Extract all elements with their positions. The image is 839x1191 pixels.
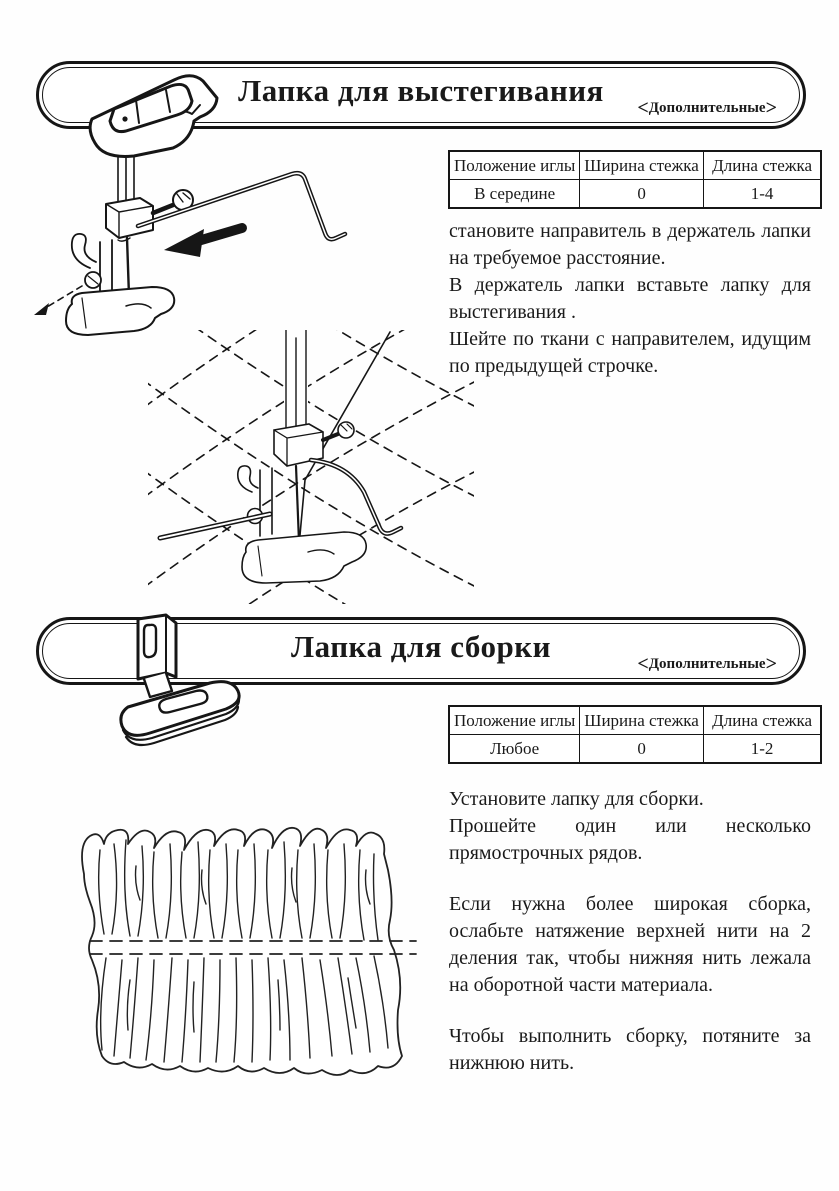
instruction-paragraph: становите направитель в держатель лапки … [449,220,811,269]
banner-inner-line [42,623,800,679]
value-stitch-width: 0 [579,179,704,209]
value-needle-position: Любое [448,734,581,764]
section1-category-tag: <Дополнительные> [637,97,777,120]
header-stitch-length: Длина стежка [702,150,822,180]
header-stitch-length: Длина стежка [702,705,822,735]
section2-settings-table: Положение иглы Ширина стежка Длина стежк… [448,705,823,764]
instruction-paragraph: Чтобы выполнить сборку, потяните за нижн… [449,1025,811,1074]
section2-category-tag: <Дополнительные> [637,653,777,676]
value-stitch-length: 1-4 [702,179,822,209]
value-needle-position: В середине [448,179,581,209]
header-needle-position: Положение иглы [448,705,581,735]
quilting-guide-insertion-drawing [34,149,348,336]
section1-settings-table: Положение иглы Ширина стежка Длина стежк… [448,150,823,209]
tag-label: Дополнительные [648,100,766,116]
instruction-paragraph: Шейте по ткани с направителем, идущим по… [449,328,811,377]
header-stitch-width: Ширина стежка [579,705,704,735]
gathered-fabric-drawing [81,826,417,1076]
zigzag-presser-foot-icon [88,74,219,158]
value-stitch-length: 1-2 [702,734,822,764]
instruction-paragraph: В держатель лапки вставьте лапку для выс… [449,274,811,323]
table-value-row: Любое 0 1-2 [448,734,822,764]
value-stitch-width: 0 [579,734,704,764]
tag-bracket-left: < [637,97,649,119]
instruction-paragraph: Установите лапку для сборки. [449,788,704,810]
instruction-paragraph: Если нужна более широкая сборка, ослабьт… [449,893,811,996]
table-header-row: Положение иглы Ширина стежка Длина стежк… [448,150,822,180]
instruction-paragraph: Прошейте один или несколько прямострочны… [449,815,811,864]
section1-instructions: становите направитель в держатель лапки … [449,218,811,380]
table-header-row: Положение иглы Ширина стежка Длина стежк… [448,705,822,735]
tag-bracket-right: > [765,97,777,119]
section1-title: Лапка для выстегивания [238,73,604,108]
header-stitch-width: Ширина стежка [579,150,704,180]
tag-label: Дополнительные [648,656,766,672]
banner-inner-line [42,67,800,123]
quilting-with-guide-drawing [148,330,474,604]
section2-title: Лапка для сборки [291,629,551,664]
tag-bracket-left: < [637,653,649,675]
gathering-foot-icon [119,613,241,747]
tag-bracket-right: > [765,653,777,675]
section2-instructions: Установите лапку для сборки. Прошейте од… [449,786,811,1077]
table-value-row: В середине 0 1-4 [448,179,822,209]
header-needle-position: Положение иглы [448,150,581,180]
